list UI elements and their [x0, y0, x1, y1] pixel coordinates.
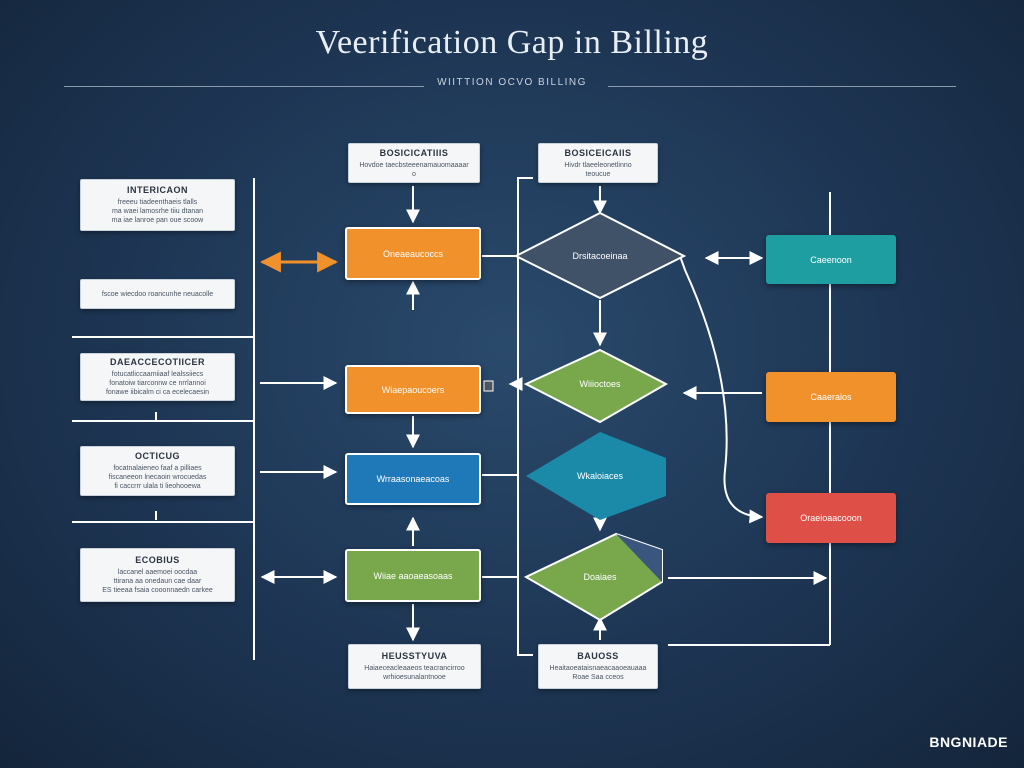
decision-diamond-3 — [526, 432, 666, 520]
card-line: Hovdoe taecbsteeenamauomaaaar — [359, 161, 469, 169]
card-line: o — [412, 170, 416, 178]
card-line: fiscaneeon lnecaoin wrocuedas — [108, 474, 207, 481]
diagram-subtitle: WIITTION OCVO BILLING — [437, 77, 587, 88]
card-line: focatnalaieneo faaf a pilliaes — [113, 465, 202, 472]
left-card-4: OCTICUG focatnalaieneo faaf a pilliaes f… — [80, 446, 235, 496]
process-box-2: Wiaepaoucoers — [345, 365, 481, 414]
card-line: fi caccrrr ulala ti lieohooewa — [114, 483, 201, 490]
diagram-title: Veerification Gap in Billing — [315, 24, 709, 61]
top-card-1: BOSICICATIIIS Hovdoe taecbsteeenamauomaa… — [348, 143, 480, 183]
card-line: ttirana aa onedaun cae daar — [113, 578, 202, 585]
decision-shadow — [616, 534, 662, 582]
card-line: fonatoiw tiarconnw ce nrrlannoi — [109, 380, 206, 387]
left-card-1: INTERICAON freeeu tiadeenthaeis tlalls m… — [80, 179, 235, 231]
card-title: BOSICEICAIIS — [564, 147, 632, 158]
return-curve — [679, 255, 764, 524]
side-box-2: Caaeraios — [766, 372, 896, 422]
brand-logo: BNGNIADE — [929, 734, 1008, 750]
process-box-1: Oneaeaucoccs — [345, 227, 481, 280]
card-line: teoucue — [585, 170, 611, 178]
bottom-card-1: HEUSSTYUVA Haiaeceacleaaeos teacrancirro… — [348, 644, 481, 689]
top-card-2: BOSICEICAIIS Hivdr tlaeeleonetlinno teou… — [538, 143, 658, 183]
card-line: fscoe wiecdoo roancunhe neuacolle — [101, 290, 214, 298]
card-title: HEUSSTYUVA — [381, 651, 448, 661]
card-title: OCTICUG — [135, 451, 180, 461]
card-title: ECOBIUS — [135, 555, 180, 565]
card-line: ma waei lamosrhe tiiu dtanan — [111, 208, 204, 215]
title-rule-left — [64, 86, 424, 87]
decision-diamond-2 — [523, 348, 669, 424]
bottom-card-2: BAUOSS Heaitaoeataisnaeacaaoeauaaa Roae … — [538, 644, 658, 689]
card-line: Hivdr tlaeeleonetlinno — [564, 161, 632, 169]
decision-label-1: Drsitacoeinaa — [572, 251, 628, 261]
side-box-3: Oraeioaacooon — [766, 493, 896, 543]
card-title: BAUOSS — [577, 651, 619, 661]
decision-label-2: Wiiioctoes — [579, 379, 621, 389]
left-card-3: DAEACCECOTIICER fotucatliccaamiiaaf leal… — [80, 353, 235, 401]
left-card-5: ECOBIUS laccanel aaemoei oocdaa ttirana … — [80, 548, 235, 602]
card-line: Heaitaoeataisnaeacaaoeauaaa — [549, 665, 647, 672]
decision-diamond-4 — [523, 532, 663, 622]
card-line: fonawe iibicalm ci ca ecelecaesin — [105, 389, 210, 396]
process-box-4: Wiiae aaoaeasoaas — [345, 549, 481, 602]
card-line: ES tieeaa fsaia cooonnaedn carkee — [102, 587, 213, 594]
decision-label-3: Wkaloiaces — [576, 471, 623, 481]
decision-label-4: Doaiaes — [583, 572, 617, 582]
side-box-1: Caeenoon — [766, 235, 896, 284]
process-box-3: Wrraasonaeacoas — [345, 453, 481, 505]
card-line: ma iae lanroe pan oue scoow — [111, 217, 204, 224]
card-line: freeeu tiadeenthaeis tlalls — [117, 199, 198, 206]
decision-diamond-1 — [513, 211, 687, 300]
card-title: DAEACCECOTIICER — [109, 357, 205, 367]
card-line: Roae Saa cceos — [572, 674, 624, 681]
inner-bus — [517, 177, 533, 656]
card-line: laccanel aaemoei oocdaa — [117, 569, 198, 576]
title-rule-right — [608, 86, 956, 87]
card-title: BOSICICATIIIS — [379, 147, 449, 158]
card-title: INTERICAON — [127, 185, 188, 195]
card-line: Haiaeceacleaaeos teacrancirroo — [364, 665, 465, 672]
left-card-2: fscoe wiecdoo roancunhe neuacolle — [80, 279, 235, 309]
card-line: fotucatliccaamiiaaf lealssiiecs — [111, 371, 204, 378]
tiny-marker — [483, 380, 494, 392]
card-line: wrhioesunalantnooe — [383, 674, 446, 681]
